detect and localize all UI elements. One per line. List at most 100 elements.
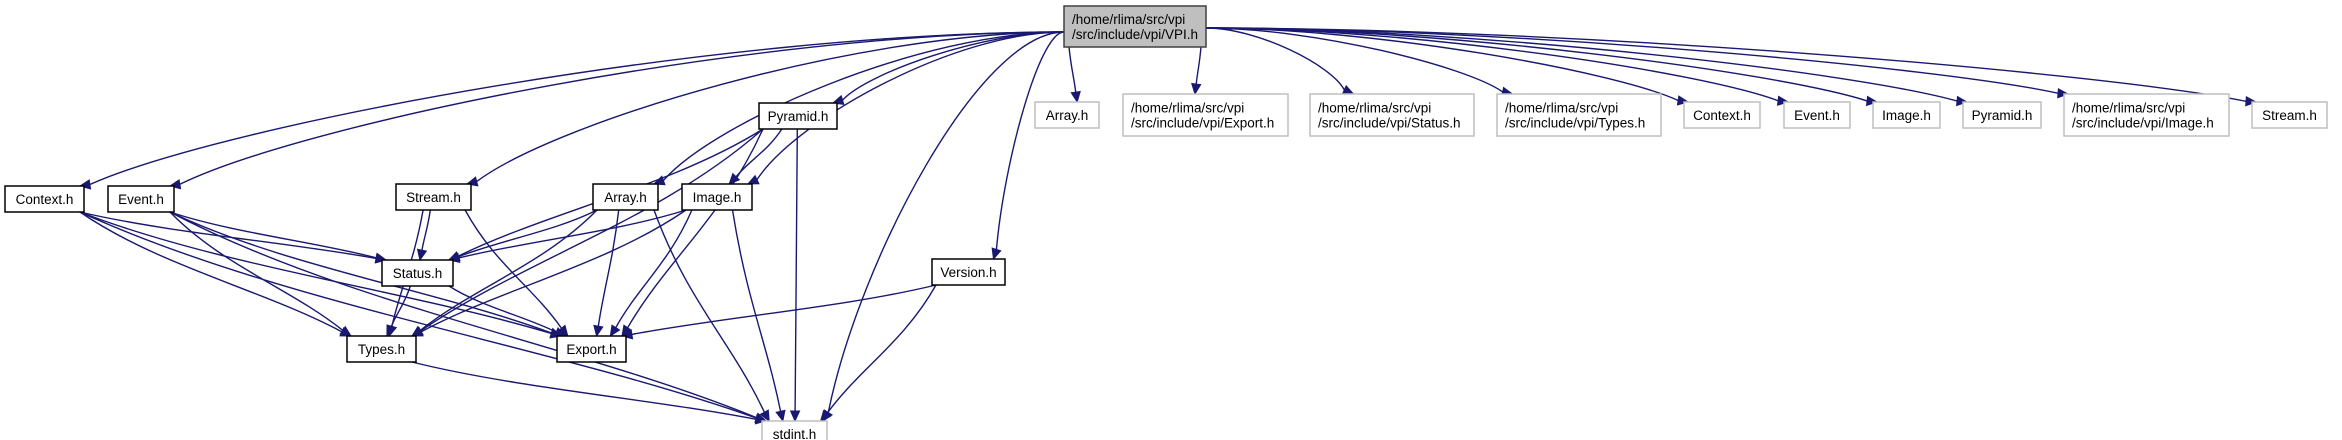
node-box	[2251, 101, 2328, 129]
edge-vpi-to-ext_types	[1205, 27, 1504, 93]
edge-image-to-stdint	[731, 209, 782, 412]
node-label: /src/include/vpi/VPI.h	[1072, 27, 1198, 42]
edge-context-to-types	[79, 211, 343, 333]
node-pyramid[interactable]: Pyramid.h	[758, 102, 838, 130]
edge-version-to-stdint	[826, 284, 937, 414]
edge-vpi-to-array	[662, 31, 1065, 181]
node-label: Context.h	[16, 192, 74, 207]
edges-layer	[78, 27, 2258, 425]
node-label: Stream.h	[406, 190, 461, 205]
nodes-layer: /home/rlima/src/vpi/src/include/vpi/VPI.…	[4, 5, 2328, 440]
arrowhead-pyramid-to-stdint	[789, 410, 801, 423]
node-box	[1122, 93, 1289, 137]
node-label: /src/include/vpi/Export.h	[1131, 116, 1274, 131]
edge-vpi-to-image	[756, 31, 1065, 181]
node-label: Context.h	[1693, 108, 1751, 123]
node-version[interactable]: Version.h	[931, 258, 1006, 286]
edge-pyramid-to-stdint	[794, 128, 798, 412]
node-context[interactable]: Context.h	[4, 185, 85, 213]
node-ext-image: Image.h	[1872, 101, 1941, 129]
node-ext-export: /home/rlima/src/vpi/src/include/vpi/Expo…	[1122, 93, 1289, 137]
arrowhead-vpi-to-ext_status	[1341, 84, 1355, 95]
arrowhead-vpi-to-ext_event	[1776, 95, 1790, 106]
edge-status-to-export	[448, 285, 557, 333]
edge-vpi-to-stream	[476, 31, 1065, 183]
node-ext-types: /home/rlima/src/vpi/src/include/vpi/Type…	[1496, 93, 1662, 137]
node-label: stdint.h	[773, 427, 817, 440]
node-label: Image.h	[1882, 108, 1931, 123]
node-box	[1683, 101, 1761, 129]
edge-vpi-to-ext_status	[1205, 27, 1345, 91]
node-label: Array.h	[604, 190, 647, 205]
node-box	[931, 258, 1006, 286]
edge-context-to-stdint	[79, 211, 757, 419]
edge-stream-to-status	[421, 209, 431, 251]
node-label: Status.h	[393, 266, 443, 281]
node-stdint: stdint.h	[761, 420, 828, 440]
edge-stream-to-export	[464, 209, 563, 329]
arrowhead-vpi-to-version	[991, 247, 1002, 261]
node-status[interactable]: Status.h	[381, 259, 454, 287]
node-label: Array.h	[1046, 108, 1089, 123]
node-box	[1872, 101, 1941, 129]
arrowhead-vpi-to-ext_export	[1191, 82, 1202, 96]
node-box	[681, 183, 753, 211]
arrowhead-vpi-to-pyramid	[831, 94, 845, 105]
edge-event-to-stdint	[169, 211, 757, 419]
edge-status-to-types	[390, 285, 411, 328]
edge-vpi-to-ext_context	[1205, 27, 1679, 102]
node-box	[1063, 5, 1207, 48]
node-ext-pyramid: Pyramid.h	[1962, 101, 2042, 129]
node-box	[381, 259, 454, 287]
edge-context-to-status	[79, 211, 377, 260]
arrowhead-stream-to-status	[416, 248, 428, 262]
node-export[interactable]: Export.h	[556, 335, 627, 363]
arrowhead-vpi-to-ext_array	[1070, 90, 1081, 104]
arrowhead-status-to-types	[386, 324, 397, 338]
edge-image-to-types	[420, 209, 687, 333]
node-ext-status: /home/rlima/src/vpi/src/include/vpi/Stat…	[1309, 93, 1475, 137]
edge-vpi-to-ext_export	[1195, 46, 1202, 85]
node-box	[107, 185, 175, 213]
node-label: Event.h	[1794, 108, 1840, 123]
arrowhead-image-to-types	[410, 326, 424, 337]
node-label: Event.h	[118, 192, 164, 207]
node-array[interactable]: Array.h	[592, 183, 659, 211]
edge-event-to-export	[169, 211, 552, 334]
node-box	[1962, 101, 2042, 129]
node-label: Export.h	[566, 342, 616, 357]
node-types[interactable]: Types.h	[346, 335, 417, 363]
arrowhead-array-to-export	[593, 324, 604, 338]
node-event[interactable]: Event.h	[107, 185, 175, 213]
node-stream[interactable]: Stream.h	[395, 183, 472, 211]
edge-version-to-export	[631, 284, 937, 336]
node-box	[395, 183, 472, 211]
edge-vpi-to-context	[89, 31, 1065, 186]
arrowhead-image-to-stdint	[775, 409, 786, 423]
node-box	[1309, 93, 1475, 137]
node-label: Image.h	[693, 190, 742, 205]
node-image[interactable]: Image.h	[681, 183, 753, 211]
node-label: /home/rlima/src/vpi	[1131, 101, 1244, 116]
edge-array-to-types	[419, 209, 598, 331]
node-vpi: /home/rlima/src/vpi/src/include/vpi/VPI.…	[1063, 5, 1207, 48]
edge-pyramid-to-export	[627, 128, 764, 329]
node-label: /home/rlima/src/vpi	[2072, 101, 2185, 116]
arrowhead-vpi-to-image	[746, 174, 760, 185]
arrowhead-vpi-to-ext_stream	[2245, 96, 2258, 107]
node-label: Pyramid.h	[1972, 108, 2033, 123]
node-label: Version.h	[940, 265, 996, 280]
edge-array-to-status	[457, 209, 598, 258]
edge-vpi-to-event	[179, 31, 1065, 185]
node-ext-context: Context.h	[1683, 101, 1761, 129]
node-box	[761, 420, 828, 440]
node-box	[4, 185, 85, 213]
edge-vpi-to-ext_image2	[1205, 27, 2059, 94]
edge-vpi-to-ext_pyramid	[1205, 27, 1958, 102]
arrowhead-image-to-export	[609, 324, 621, 338]
node-label: /src/include/vpi/Status.h	[1318, 116, 1461, 131]
node-label: Pyramid.h	[768, 109, 829, 124]
arrowhead-version-to-stdint	[819, 409, 832, 422]
edge-vpi-to-ext_stream	[1205, 27, 2247, 102]
